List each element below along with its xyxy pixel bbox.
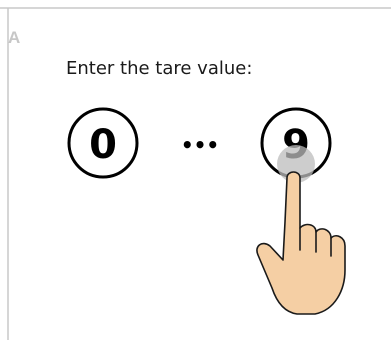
panel-label: A [8, 28, 20, 48]
prompt-text: Enter the tare value: [66, 58, 252, 79]
digit-key-0-label: 0 [89, 122, 117, 168]
ellipsis: ••• [181, 133, 219, 157]
digit-key-0[interactable]: 0 [69, 109, 137, 177]
pointing-hand-icon [257, 172, 345, 314]
